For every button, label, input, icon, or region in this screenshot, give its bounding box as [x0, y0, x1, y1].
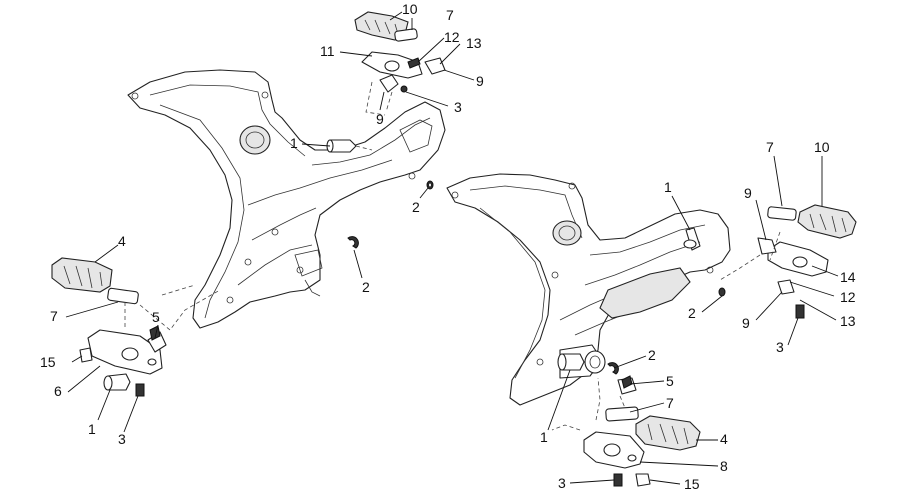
callout-2-left-lower: 2: [362, 279, 370, 295]
callout-7-top: 7: [446, 7, 454, 23]
plate-br: [605, 406, 639, 422]
callout-1-right: 1: [664, 179, 672, 195]
callout-12-right: 12: [840, 289, 856, 305]
callout-2-br: 2: [648, 347, 656, 363]
callout-4-br: 4: [720, 431, 728, 447]
plate-top: [394, 28, 418, 42]
plate-left: [107, 287, 139, 305]
callout-15-bl: 15: [40, 354, 56, 370]
left-pin-and-clips: [326, 139, 434, 249]
callout-3-bl: 3: [118, 431, 126, 447]
callout-11-top: 11: [320, 43, 335, 59]
right-frame-bracket: [446, 173, 731, 406]
callout-labels: 10 7 11 12 13 9 9 3 1 2 2 4 7 5 15 6 1 3…: [40, 1, 856, 491]
callout-7-br: 7: [666, 395, 674, 411]
callout-13-top: 13: [466, 35, 482, 51]
callout-3-br: 3: [558, 475, 566, 491]
bottom-left-footpeg-assembly: [51, 257, 221, 397]
callout-13-right: 13: [840, 313, 856, 329]
callout-7-bl: 7: [50, 308, 58, 324]
top-footpeg-assembly: [354, 11, 446, 116]
bottom-right-footpeg-assembly: [551, 375, 701, 487]
callout-9-right-upper: 9: [744, 185, 752, 201]
plate-right: [767, 206, 797, 221]
leader-lines: [65, 11, 839, 485]
callout-12-top: 12: [444, 29, 460, 45]
callout-3-top: 3: [454, 99, 462, 115]
callout-5-br: 5: [666, 373, 674, 389]
footpeg-rubber-br: [635, 415, 701, 451]
callout-2-left-upper: 2: [412, 199, 420, 215]
right-footpeg-assembly: [719, 204, 857, 319]
callout-2-right: 2: [688, 305, 696, 321]
callout-10-right: 10: [814, 139, 830, 155]
callout-10-top: 10: [402, 1, 418, 17]
callout-5-bl: 5: [152, 309, 160, 325]
callout-8-br: 8: [720, 458, 728, 474]
callout-1-left: 1: [290, 135, 298, 151]
footpeg-rubber-right: [797, 204, 857, 239]
callout-14-right: 14: [840, 269, 856, 285]
callout-1-br: 1: [540, 429, 548, 445]
callout-3-right: 3: [776, 339, 784, 355]
left-frame-bracket: [127, 69, 446, 329]
callout-9-right-lower: 9: [742, 315, 750, 331]
callout-1-bl: 1: [88, 421, 96, 437]
footpeg-rubber-left: [51, 257, 113, 293]
callout-4-bl: 4: [118, 233, 126, 249]
callout-9-top-right: 9: [476, 73, 484, 89]
callout-7-right: 7: [766, 139, 774, 155]
right-pin-and-clips: [557, 227, 726, 375]
callout-9-top-left: 9: [376, 111, 384, 127]
callout-6-bl: 6: [54, 383, 62, 399]
callout-15-br: 15: [684, 476, 700, 491]
